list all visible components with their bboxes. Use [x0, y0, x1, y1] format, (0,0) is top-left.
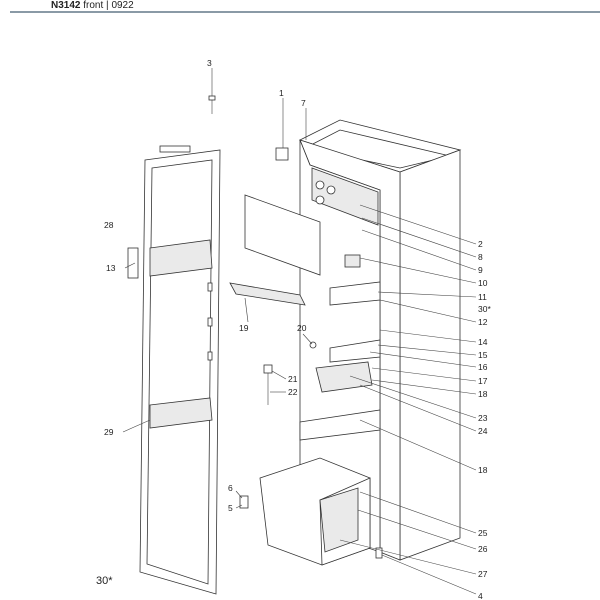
callout-27: 27 — [478, 569, 488, 579]
vegetable-drawer — [259, 457, 371, 566]
callout-10: 10 — [478, 278, 488, 288]
callout-11: 11 — [478, 292, 487, 302]
door-shelf-lower — [149, 397, 213, 429]
callout-15: 15 — [478, 350, 488, 360]
callout-22: 22 — [288, 387, 298, 397]
callout-17: 17 — [478, 376, 488, 386]
callout-18b: 18 — [478, 465, 488, 475]
callout-20: 20 — [297, 323, 307, 333]
callout-4: 4 — [478, 591, 483, 600]
screw-part — [208, 95, 216, 114]
crisper-box — [315, 361, 373, 393]
door-hinge — [127, 247, 139, 279]
part-1 — [275, 147, 289, 161]
freezer-door — [244, 194, 321, 276]
diagram-header: N3142 front | 0922 — [51, 0, 134, 11]
callout-7: 7 — [301, 98, 306, 108]
callout-21: 21 — [288, 374, 298, 384]
callout-23: 23 — [478, 413, 488, 423]
control-panel — [311, 167, 379, 226]
callout-16: 16 — [478, 362, 488, 372]
header-rule — [10, 11, 600, 13]
model-number: N3142 — [51, 0, 81, 11]
footnote-30-star: 30* — [96, 575, 113, 587]
view-name: front — [83, 0, 104, 11]
shelves — [299, 281, 381, 441]
callout-9: 9 — [478, 265, 483, 275]
freezer-drip-tray — [229, 282, 306, 306]
callouts-left: 3 1 7 28 13 19 20 21 22 29 6 5 — [104, 58, 307, 513]
callout-12: 12 — [478, 317, 488, 327]
callout-2: 2 — [478, 239, 483, 249]
callout-3: 3 — [207, 58, 212, 68]
part-4 — [375, 547, 383, 559]
callout-6: 6 — [228, 483, 233, 493]
callout-26: 26 — [478, 544, 488, 554]
callout-29: 29 — [104, 427, 114, 437]
callout-5: 5 — [228, 503, 233, 513]
leader-lines — [122, 68, 477, 595]
thermostat-sensor — [263, 364, 273, 405]
separator: | — [106, 0, 109, 11]
callout-25: 25 — [478, 528, 488, 538]
drawing-code: 0922 — [111, 0, 134, 11]
callout-13: 13 — [106, 263, 116, 273]
callout-8: 8 — [478, 252, 483, 262]
callout-1: 1 — [279, 88, 284, 98]
callouts-right: 2 8 9 10 11 30* 12 14 15 16 17 18 23 24 … — [478, 239, 491, 600]
callout-30-star: 30* — [478, 304, 491, 314]
callout-19: 19 — [239, 323, 249, 333]
part-6 — [239, 495, 249, 509]
callout-14: 14 — [478, 337, 488, 347]
callout-28: 28 — [104, 220, 114, 230]
callout-24: 24 — [478, 426, 488, 436]
callout-18: 18 — [478, 389, 488, 399]
door-panel — [127, 145, 221, 595]
door-shelf-upper — [149, 239, 213, 277]
lamp-cover — [344, 254, 361, 268]
